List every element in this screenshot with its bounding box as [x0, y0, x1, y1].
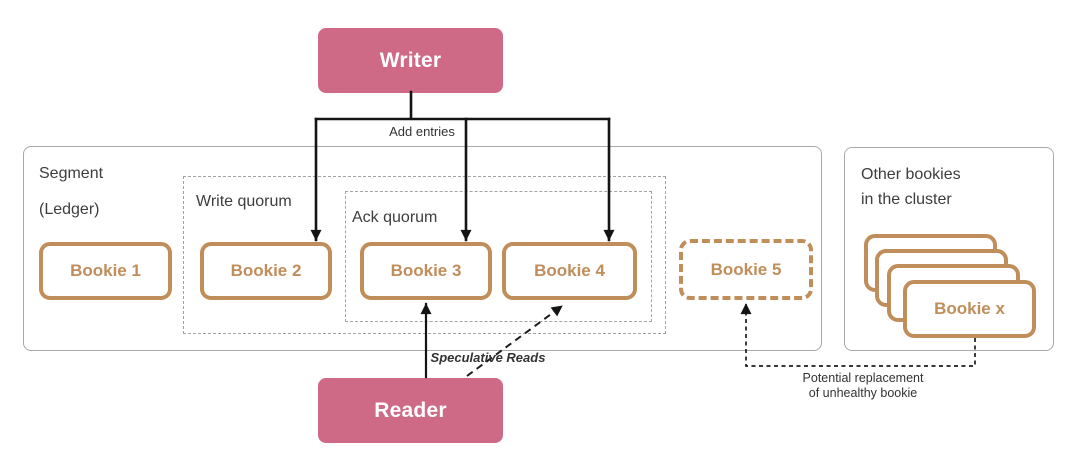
writer-branch-line — [314, 90, 611, 121]
writer-node: Writer — [318, 28, 503, 93]
ack-quorum-label: Ack quorum — [352, 209, 438, 226]
ledger-label: (Ledger) — [39, 201, 100, 218]
add-entries-edge-label: Add entries — [389, 124, 455, 139]
other-bookies-label: Other bookies in the cluster — [861, 162, 1031, 212]
reader-node-label: Reader — [374, 398, 447, 422]
writer-node-label: Writer — [379, 48, 442, 72]
replacement-edge-label-line1: Potential replacement — [802, 371, 924, 385]
bookie-4-node: Bookie 4 — [502, 242, 637, 300]
write-quorum-label: Write quorum — [196, 193, 292, 210]
write-quorum-group-box — [183, 176, 666, 334]
bookie-2-node: Bookie 2 — [200, 242, 332, 300]
segment-ledger-group-box — [23, 146, 822, 351]
bookie-4-label: Bookie 4 — [534, 261, 605, 280]
bookie-5-label: Bookie 5 — [710, 259, 782, 279]
segment-label: Segment — [39, 165, 104, 182]
replacement-edge-label-line2: of unhealthy bookie — [808, 386, 918, 400]
other-bookies-label-line1: Other bookies — [861, 166, 961, 183]
bookie-2-label: Bookie 2 — [230, 261, 302, 280]
other-bookies-label-line2: in the cluster — [861, 191, 952, 208]
bookie-3-label: Bookie 3 — [390, 261, 462, 280]
reader-node: Reader — [318, 378, 503, 443]
bookie-3-node: Bookie 3 — [360, 242, 492, 300]
speculative-reads-edge-label: Speculative Reads — [430, 350, 546, 365]
bookie-x-node: Bookie x — [903, 280, 1036, 338]
bookie-1-node: Bookie 1 — [39, 242, 172, 300]
replacement-edge-label: Potential replacement of unhealthy booki… — [763, 371, 963, 401]
bookie-5-placeholder-node: Bookie 5 — [679, 239, 813, 300]
bookie-x-label: Bookie x — [934, 299, 1005, 318]
bookie-1-label: Bookie 1 — [70, 261, 141, 280]
